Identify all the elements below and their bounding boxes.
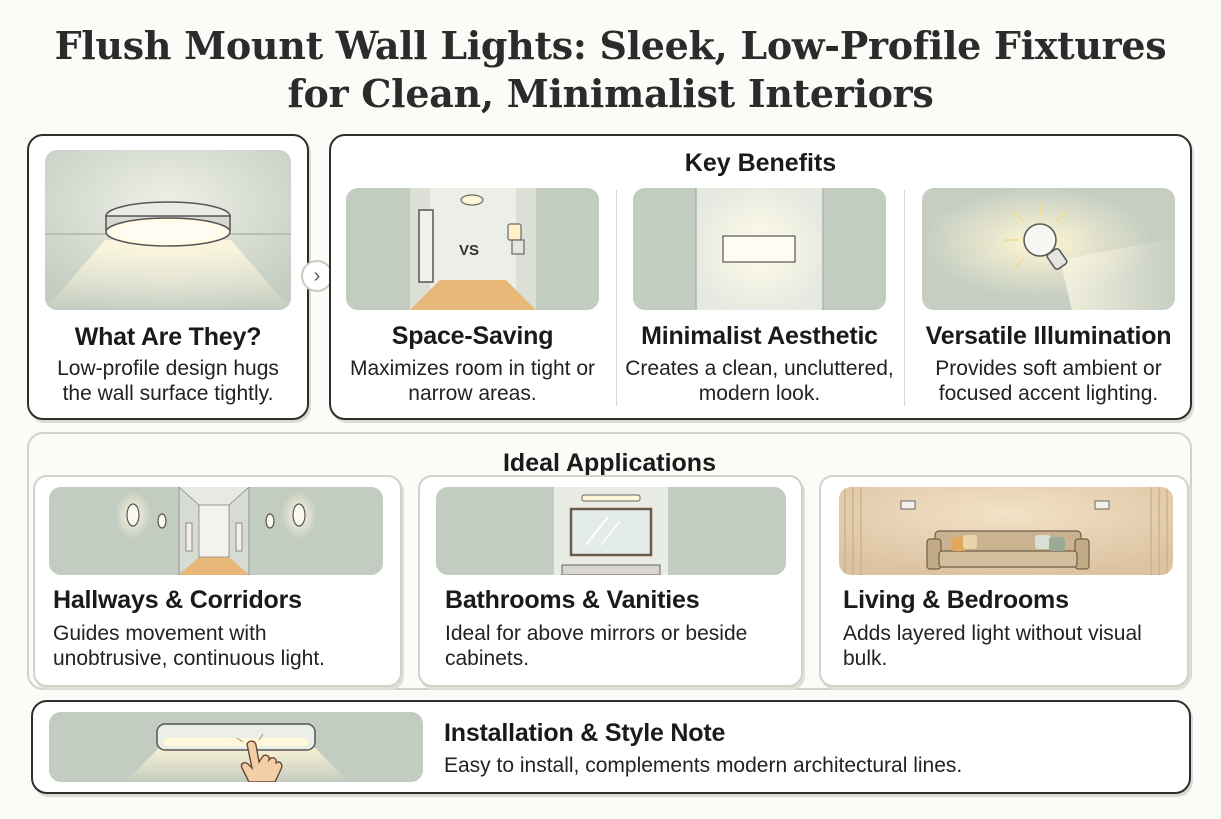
living-heading: Living & Bedrooms <box>843 586 1069 614</box>
space-saving-text: Maximizes room in tight or narrow areas. <box>349 357 596 405</box>
installation-heading: Installation & Style Note <box>444 719 726 747</box>
flush-ceiling-light-icon <box>45 150 291 310</box>
intro-card: What Are They? Low-profile design hugs t… <box>27 134 309 420</box>
key-benefits-title: Key Benefits <box>684 149 837 177</box>
hallways-heading: Hallways & Corridors <box>53 586 302 614</box>
bathrooms-text: Ideal for above mirrors or beside cabine… <box>445 622 748 670</box>
corridor-icon <box>49 487 383 575</box>
space-saving-heading: Space-Saving <box>391 322 554 350</box>
rectangular-wall-light-icon <box>633 188 886 310</box>
living-room-illustration <box>839 487 1173 575</box>
benefit-divider <box>616 190 617 406</box>
bathroom-illustration <box>436 487 786 575</box>
vs-badge: VS <box>459 242 479 259</box>
key-benefits-panel: Key Benefits VS Space-Saving Maximizes r… <box>329 134 1192 420</box>
page-title: Flush Mount Wall Lights: Sleek, Low-Prof… <box>0 22 1221 118</box>
hallway-illustration <box>49 487 383 575</box>
installation-illustration <box>49 712 423 782</box>
space-saving-illustration: VS <box>346 188 599 310</box>
flush-ceiling-light-illustration <box>45 150 291 310</box>
application-card-bathrooms: Bathrooms & Vanities Ideal for above mir… <box>418 475 803 687</box>
installation-panel: Installation & Style Note Easy to instal… <box>31 700 1191 794</box>
living-text: Adds layered light without visual bulk. <box>843 622 1142 670</box>
application-card-hallways: Hallways & Corridors Guides movement wit… <box>33 475 402 687</box>
bathrooms-heading: Bathrooms & Vanities <box>445 586 700 614</box>
installation-text: Easy to install, complements modern arch… <box>444 754 963 777</box>
narrow-hallway-icon: VS <box>346 188 599 310</box>
spotlight-icon <box>922 188 1175 310</box>
minimalist-illustration <box>633 188 886 310</box>
page-title-line-2: for Clean, Minimalist Interiors <box>287 71 934 116</box>
vanity-mirror-icon <box>436 487 786 575</box>
benefit-divider <box>904 190 905 406</box>
pointing-hand-icon <box>49 712 423 782</box>
versatile-heading: Versatile Illumination <box>925 322 1172 350</box>
versatile-illustration <box>922 188 1175 310</box>
intro-heading: What Are They? <box>74 323 262 351</box>
intro-text: Low-profile design hugs the wall surface… <box>57 357 279 405</box>
versatile-text: Provides soft ambient or focused accent … <box>935 357 1162 405</box>
page-title-line-1: Flush Mount Wall Lights: Sleek, Low-Prof… <box>54 23 1167 68</box>
minimalist-text: Creates a clean, uncluttered, modern loo… <box>625 357 894 405</box>
living-room-sofa-icon <box>839 487 1173 575</box>
minimalist-heading: Minimalist Aesthetic <box>641 322 878 350</box>
application-card-living: Living & Bedrooms Adds layered light wit… <box>819 475 1189 687</box>
hallways-text: Guides movement with unobtrusive, contin… <box>53 622 326 670</box>
applications-title: Ideal Applications <box>502 449 716 477</box>
